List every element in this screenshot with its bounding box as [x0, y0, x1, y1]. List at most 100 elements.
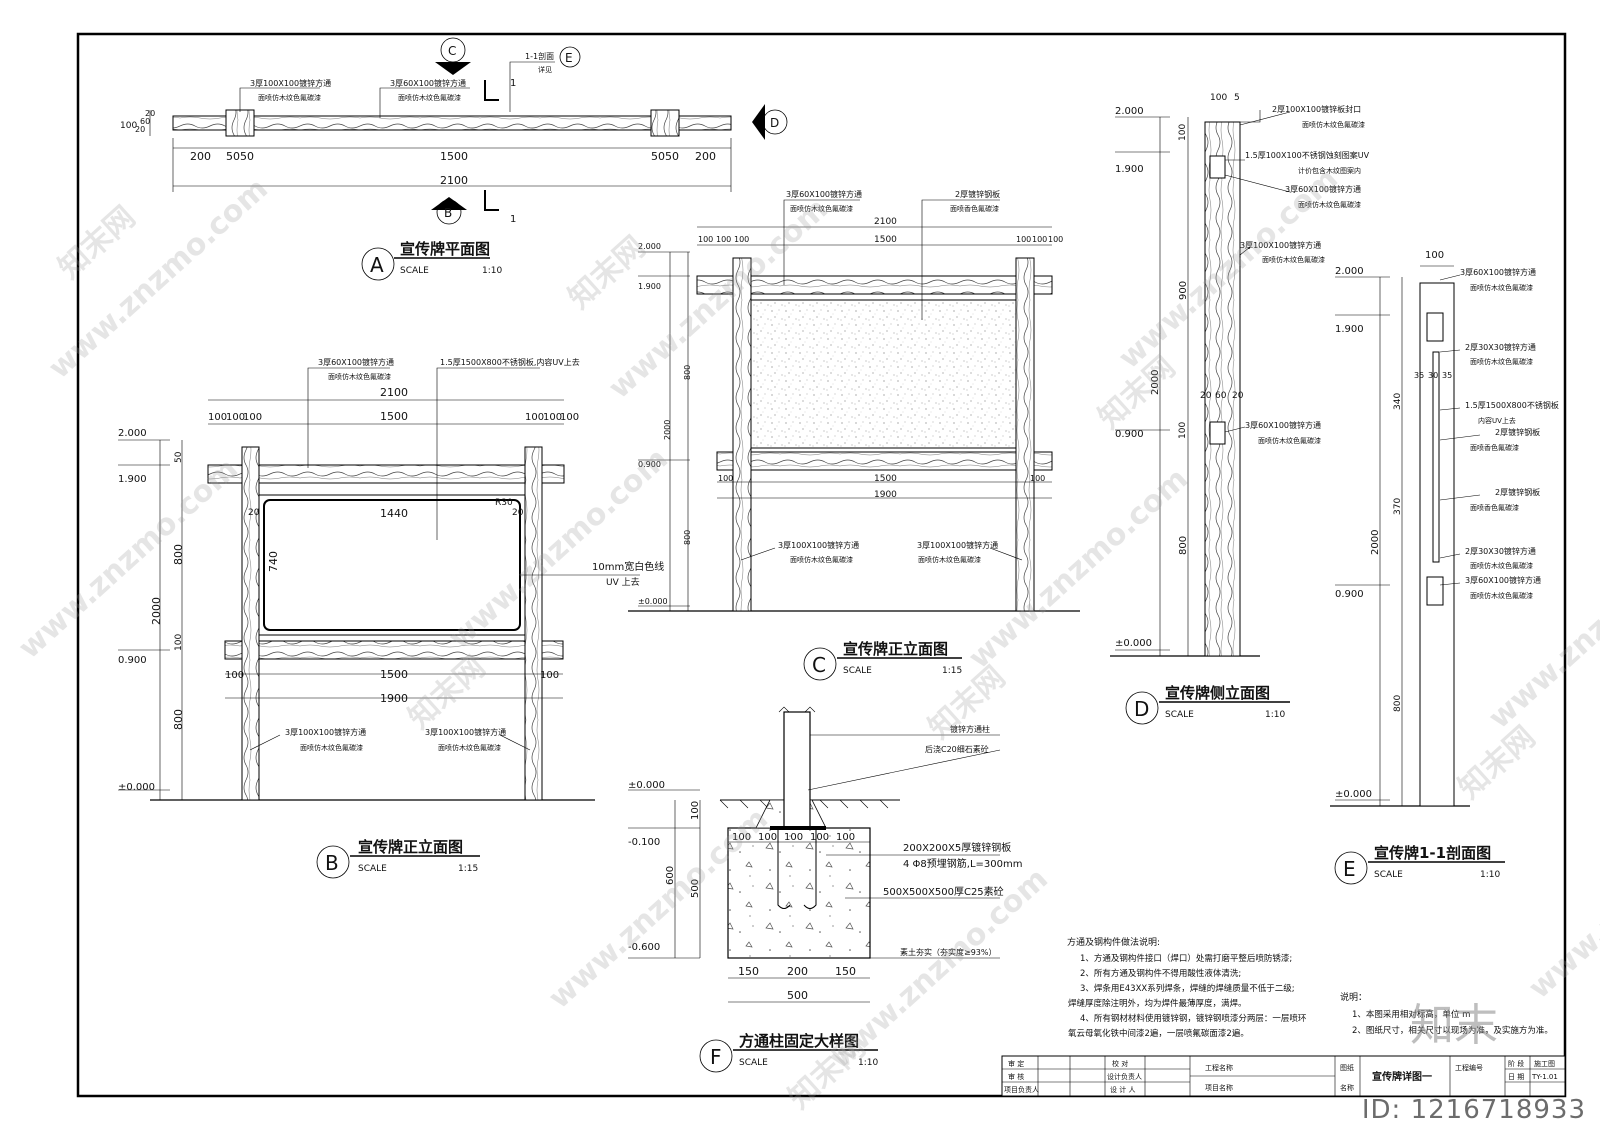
title-block: 审 定 审 核 项目负责人 校 对 设计负责人 设 计 人 工程名称 项目名称 … — [1001, 1055, 1566, 1097]
e-label: 2厚镀锌钢板 — [1495, 427, 1540, 437]
notes-line: 氧云母氧化铁中间漆2遍，一层喷氟碳面漆2遍。 — [1068, 1028, 1249, 1039]
f-plate — [770, 826, 826, 830]
view-f-scale: 1:10 — [858, 1058, 878, 1068]
notes-line: 2、所有方通及钢构件不得用酸性液体清洗; — [1080, 968, 1241, 979]
view-d-scale-label: SCALE — [1165, 710, 1194, 720]
view-e-letter: E — [1343, 857, 1356, 881]
b-label: 面喷仿木纹色氟碳漆 — [438, 743, 501, 752]
f-dim: 100 — [810, 832, 829, 843]
c-level: 2.000 — [638, 242, 661, 251]
f-label: 200X200X5厚镀锌钢板 — [903, 841, 1011, 854]
c-dim: 1500 — [874, 235, 897, 245]
c-level: 0.900 — [638, 460, 661, 469]
c-mid-beam — [716, 451, 1053, 471]
tb-cell: 图纸 — [1340, 1063, 1354, 1072]
b-vdim: 800 — [172, 544, 185, 565]
e-label: 面喷香色氟碳漆 — [1470, 443, 1519, 452]
f-column — [783, 711, 811, 829]
tb-cell: 项目名称 — [1205, 1083, 1233, 1092]
d-vdim: 2000 — [1150, 370, 1161, 395]
b-dim: 740 — [267, 551, 280, 572]
view-b-scale: 1:15 — [458, 864, 478, 874]
plan-label-post-2: 面喷仿木纹色氟碳漆 — [258, 93, 321, 102]
f-dim: 150 — [835, 965, 856, 978]
b-dim: 100 — [208, 412, 227, 423]
e-vdim: 340 — [1393, 393, 1403, 410]
d-vdim: 800 — [1178, 536, 1189, 555]
c-dim: 100 — [716, 235, 731, 244]
c-vdim: 800 — [683, 365, 692, 380]
e-label-4: 2厚镀锌钢板 面喷香色氟碳漆 — [1439, 487, 1540, 512]
e-dim: 30 — [1428, 371, 1438, 380]
b-dim: 1500 — [380, 668, 408, 681]
f-dim: 100 — [758, 832, 777, 843]
notes-line: 1、方通及钢构件接口（焊口）处需打磨平整后喷防锈漆; — [1080, 953, 1292, 964]
tb-cell: 日 期 — [1508, 1073, 1524, 1081]
view-f-letter: F — [710, 1045, 722, 1069]
f-dim: 100 — [732, 832, 751, 843]
plan-dim: 200 — [695, 150, 716, 163]
tb-cell: 设计负责人 — [1107, 1072, 1142, 1081]
e-cap — [1426, 312, 1444, 342]
tb-cell: TY-1.01 — [1531, 1073, 1558, 1081]
d-label: 3厚60X100镀锌方通 — [1245, 420, 1321, 430]
general-notes: 说明： 1、本图采用相对标高，单位 m 2、图纸尺寸，相关尺寸以现场为准，及实施… — [1340, 991, 1553, 1036]
e-vdim: 800 — [1393, 695, 1403, 712]
c-level: ±0.000 — [638, 597, 668, 606]
view-d-side: 100 5 2厚100X100镀锌板封口 面喷仿木纹色氟碳漆 1.5厚100X1… — [1110, 93, 1370, 725]
c-post-left — [732, 257, 752, 612]
b-level: 0.900 — [118, 655, 147, 666]
b-label: 10mm宽白色线 — [592, 560, 664, 573]
plan-section-ref-2: 详见 — [538, 65, 552, 74]
b-label: 面喷仿木纹色氟碳漆 — [328, 372, 391, 381]
f-dim: 150 — [738, 965, 759, 978]
b-top-beam — [207, 464, 565, 484]
e-label: 1.5厚1500X800不锈钢板 — [1465, 400, 1559, 410]
plan-dim: 50 — [226, 150, 240, 163]
c-label: 3厚60X100镀锌方通 — [786, 189, 862, 199]
e-label: 2厚30X30镀锌方通 — [1465, 342, 1536, 352]
c-dim: 100 — [718, 474, 733, 483]
d-level: 1.900 — [1115, 164, 1144, 175]
tb-cell: 校 对 — [1112, 1059, 1128, 1068]
d-dim: 20 — [1200, 391, 1212, 401]
notes-title: 方通及钢构件做法说明: — [1067, 936, 1160, 948]
notes2-line: 1、本图采用相对标高，单位 m — [1352, 1009, 1470, 1020]
view-e-section: 100 35 30 35 3厚60X100镀锌方通 面喷仿木纹色氟碳漆 2厚30… — [1330, 250, 1559, 885]
b-dim: 1440 — [380, 507, 408, 520]
d-label: 面喷仿木纹色氟碳漆 — [1302, 120, 1365, 129]
c-dim: 100 — [734, 235, 749, 244]
c-dim: 100 — [1048, 235, 1063, 244]
plan-beam — [172, 115, 732, 131]
b-post-right — [524, 446, 543, 801]
view-f-footing: 镀锌方通柱 后浇C20细石素砼 200X200X5厚镀锌钢板 4 Φ8预埋钢筋,… — [628, 706, 1022, 1073]
e-label: 3厚60X100镀锌方通 — [1465, 575, 1541, 585]
e-label: 面喷仿木纹色氟碳漆 — [1470, 591, 1533, 600]
c-vdim: 2000 — [663, 420, 672, 440]
f-level: ±0.000 — [628, 780, 665, 791]
tb-cell: 施工图 — [1534, 1059, 1555, 1068]
b-dim: 100 — [540, 670, 559, 681]
b-dim: 100 — [525, 412, 544, 423]
b-level: 1.900 — [118, 474, 147, 485]
marker-c: C — [435, 37, 471, 75]
d-label: 2厚100X100镀锌板封口 — [1272, 104, 1361, 114]
e-label: 2厚镀锌钢板 — [1495, 487, 1540, 497]
plan-post-right — [650, 109, 680, 137]
d-dim: 20 — [1232, 391, 1244, 401]
f-label: 素土夯实（夯实度≥93%） — [900, 947, 996, 957]
b-panel-line — [263, 499, 521, 631]
notes-line: 4、所有钢材材料使用镀锌钢，镀锌钢喷漆分两层：一层喷环 — [1080, 1013, 1307, 1024]
c-label: 面喷香色氟碳漆 — [950, 204, 999, 213]
d-vdim: 100 — [1178, 124, 1188, 141]
e-dim: 100 — [1425, 250, 1444, 261]
tb-cell: 设 计 人 — [1110, 1085, 1135, 1094]
f-vdim: 500 — [690, 879, 701, 898]
d-post — [1204, 121, 1241, 657]
plan-ref-e: E — [565, 51, 573, 65]
e-label: 面喷香色氟碳漆 — [1470, 503, 1519, 512]
image-id: ID: 1216718933 — [1361, 1095, 1586, 1125]
b-dim: 20 — [248, 508, 260, 518]
e-label: 3厚60X100镀锌方通 — [1460, 267, 1536, 277]
notes-line: 3、焊条用E43XX系列焊条，焊缝的焊缝质量不低于二级; — [1080, 983, 1295, 994]
